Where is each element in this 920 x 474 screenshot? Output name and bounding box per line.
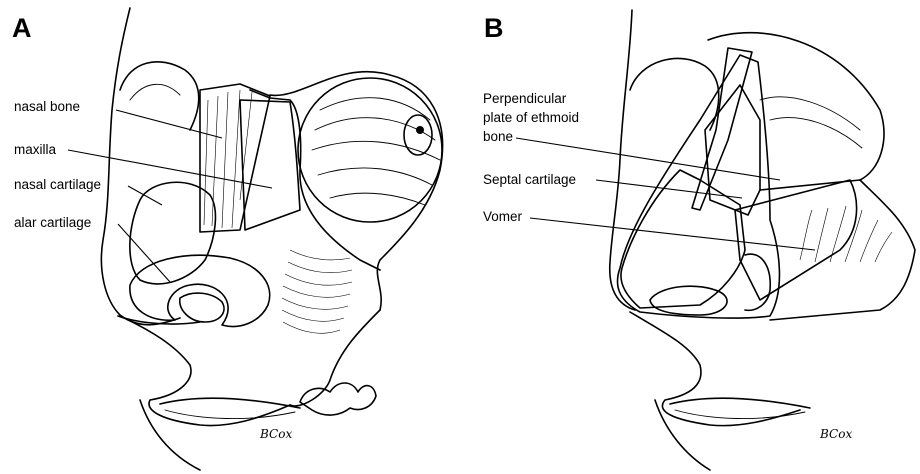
label-perpendicular: Perpendicular xyxy=(483,91,567,106)
label-nasal-bone: nasal bone xyxy=(14,99,80,114)
label-septal-cartilage: Septal cartilage xyxy=(483,172,576,187)
label-bone: bone xyxy=(483,129,513,144)
label-alar-cartilage: alar cartilage xyxy=(14,215,91,230)
panel-a: A xyxy=(12,8,443,470)
panel-b-signature: BCox xyxy=(819,427,852,441)
label-nasal-cartilage: nasal cartilage xyxy=(14,177,101,192)
label-maxilla: maxilla xyxy=(14,142,57,157)
label-plate-of-ethmoid: plate of ethmoid xyxy=(483,110,579,125)
panel-a-letter: A xyxy=(12,13,32,43)
panel-a-face-drawing: BCox xyxy=(101,8,442,470)
panel-b-letter: B xyxy=(484,13,504,43)
label-vomer: Vomer xyxy=(483,209,523,224)
panel-b-face-drawing: BCox xyxy=(610,10,915,470)
panel-b: B xyxy=(483,10,915,470)
panel-a-signature: BCox xyxy=(259,427,292,441)
